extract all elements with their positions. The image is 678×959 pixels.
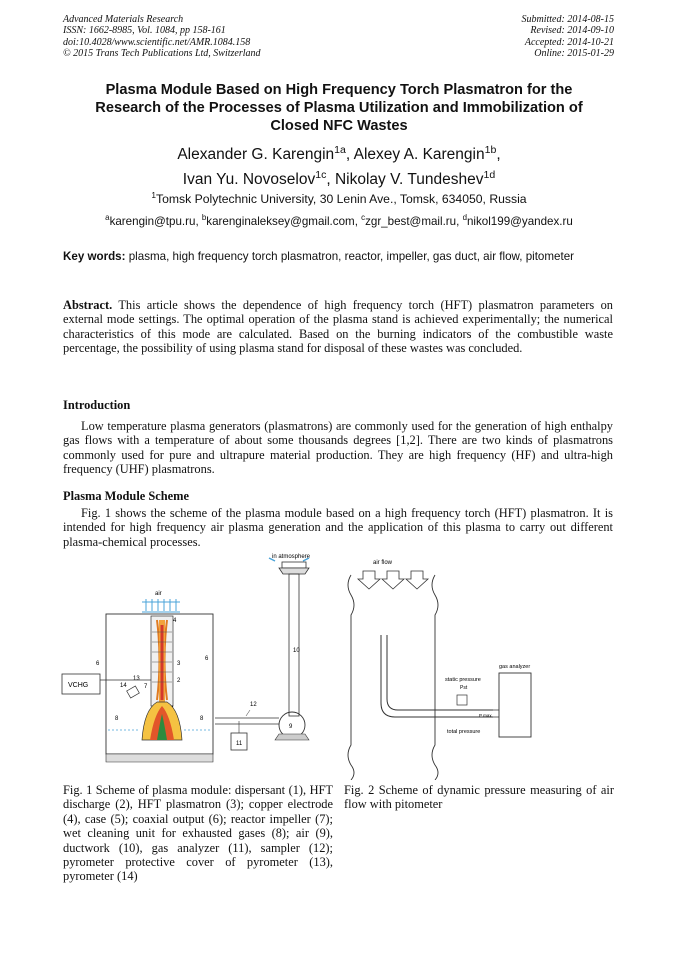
label-in-atmosphere: in atmosphere <box>272 554 311 560</box>
air-inlet <box>142 599 180 613</box>
journal-doi: doi:10.4028/www.scientific.net/AMR.1084.… <box>63 36 251 48</box>
email-link[interactable]: karengin@tpu.ru <box>109 215 196 228</box>
duct-wall-right <box>431 574 439 781</box>
abstract: Abstract. This article shows the depende… <box>63 298 614 355</box>
email-link[interactable]: nikol199@yandex.ru <box>466 215 573 228</box>
figure-1-caption: Fig. 1 Scheme of plasma module: dispersa… <box>63 783 333 884</box>
section-heading-scheme: Plasma Module Scheme <box>63 489 189 503</box>
callout-6: 6 <box>96 661 100 667</box>
affiliation: 1Tomsk Polytechnic University, 30 Lenin … <box>151 189 527 206</box>
figure-2-pitometer: air flow static pressure Pst gas analyze… <box>343 555 615 781</box>
callout-5: 6 <box>205 656 209 662</box>
date-submitted: Submitted: 2014-08-15 <box>521 14 615 25</box>
introduction-paragraph: Low temperature plasma generators (plasm… <box>63 419 613 476</box>
journal-copyright: © 2015 Trans Tech Publications Ltd, Swit… <box>63 48 261 60</box>
callout-3: 3 <box>177 661 181 667</box>
exhaust-arrows <box>268 557 310 562</box>
section-heading-introduction: Introduction <box>63 398 131 412</box>
callout-4: 4 <box>173 618 177 624</box>
pst-sensor <box>456 694 468 706</box>
keywords: Key words: plasma, high frequency torch … <box>63 250 575 263</box>
figure-1-plasma-module: in atmosphere 10 9 12 11 6 air 4 3 2 1 8… <box>60 550 338 780</box>
paper-title: Plasma Module Based on High Frequency To… <box>95 82 583 134</box>
pyrometer <box>126 685 140 699</box>
label-static-pressure: static pressure <box>445 677 481 683</box>
callout-11: 11 <box>236 741 243 747</box>
author-emails: akarengin@tpu.ru, bkarenginaleksey@gmail… <box>105 213 573 228</box>
vchg-generator <box>61 673 101 695</box>
callout-10: 10 <box>293 648 300 654</box>
label-vchg: VCHG <box>68 682 88 689</box>
stack-cap <box>281 561 307 569</box>
author-name: Ivan Yu. Novoselov <box>182 171 316 188</box>
gas-analyzer-box <box>498 672 532 738</box>
label-air: air <box>155 591 162 597</box>
author-name: Nikolay V. Tundeshev <box>334 171 484 188</box>
callout-7: 7 <box>144 684 148 690</box>
label-air-flow: air flow <box>373 560 393 566</box>
ductwork-pipe <box>288 573 300 717</box>
callout-2: 2 <box>177 678 181 684</box>
journal-header: Advanced Materials Research ISSN: 1662-8… <box>63 14 261 60</box>
label-total-pressure: total pressure <box>447 729 480 735</box>
callout-13: 13 <box>133 676 140 682</box>
figure-1-diagram: in atmosphere 10 9 12 11 6 air 4 3 2 1 8… <box>61 554 311 763</box>
journal-issn: ISSN: 1662-8985, Vol. 1084, pp 158-161 <box>63 25 226 37</box>
author-name: Alexander G. Karengin <box>177 146 335 163</box>
date-online: Online: 2015-01-29 <box>534 48 614 60</box>
callout-14: 14 <box>120 683 127 689</box>
figure-2-caption: Fig. 2 Scheme of dynamic pressure measur… <box>344 783 614 812</box>
dates-header: Submitted: 2014-08-15 Revised: 2014-09-1… <box>522 14 615 60</box>
pitot-tube <box>380 635 493 718</box>
label-gas-analyzer: gas analyzer <box>499 664 530 670</box>
journal-name: Advanced Materials Research <box>63 14 184 25</box>
callout-8b: 8 <box>200 716 204 722</box>
air-flow-arrows <box>356 570 430 590</box>
date-accepted: Accepted: 2014-10-21 <box>524 36 614 48</box>
date-revised: Revised: 2014-09-10 <box>530 25 614 37</box>
label-pmax: P max <box>479 713 492 718</box>
duct-wall-left <box>347 574 355 781</box>
author-name: Alexey A. Karengin <box>353 146 485 163</box>
figure-2-diagram: air flow static pressure Pst gas analyze… <box>347 560 532 781</box>
callout-9: 9 <box>289 724 293 730</box>
label-pst: Pst <box>460 685 468 691</box>
scheme-paragraph: Fig. 1 shows the scheme of the plasma mo… <box>63 506 613 549</box>
email-link[interactable]: zgr_best@mail.ru <box>365 215 457 228</box>
callout-8a: 8 <box>115 716 119 722</box>
authors: Alexander G. Karengin1a, Alexey A. Karen… <box>177 143 501 188</box>
callout-12: 12 <box>250 702 257 708</box>
email-link[interactable]: karenginaleksey@gmail.com <box>206 215 355 228</box>
